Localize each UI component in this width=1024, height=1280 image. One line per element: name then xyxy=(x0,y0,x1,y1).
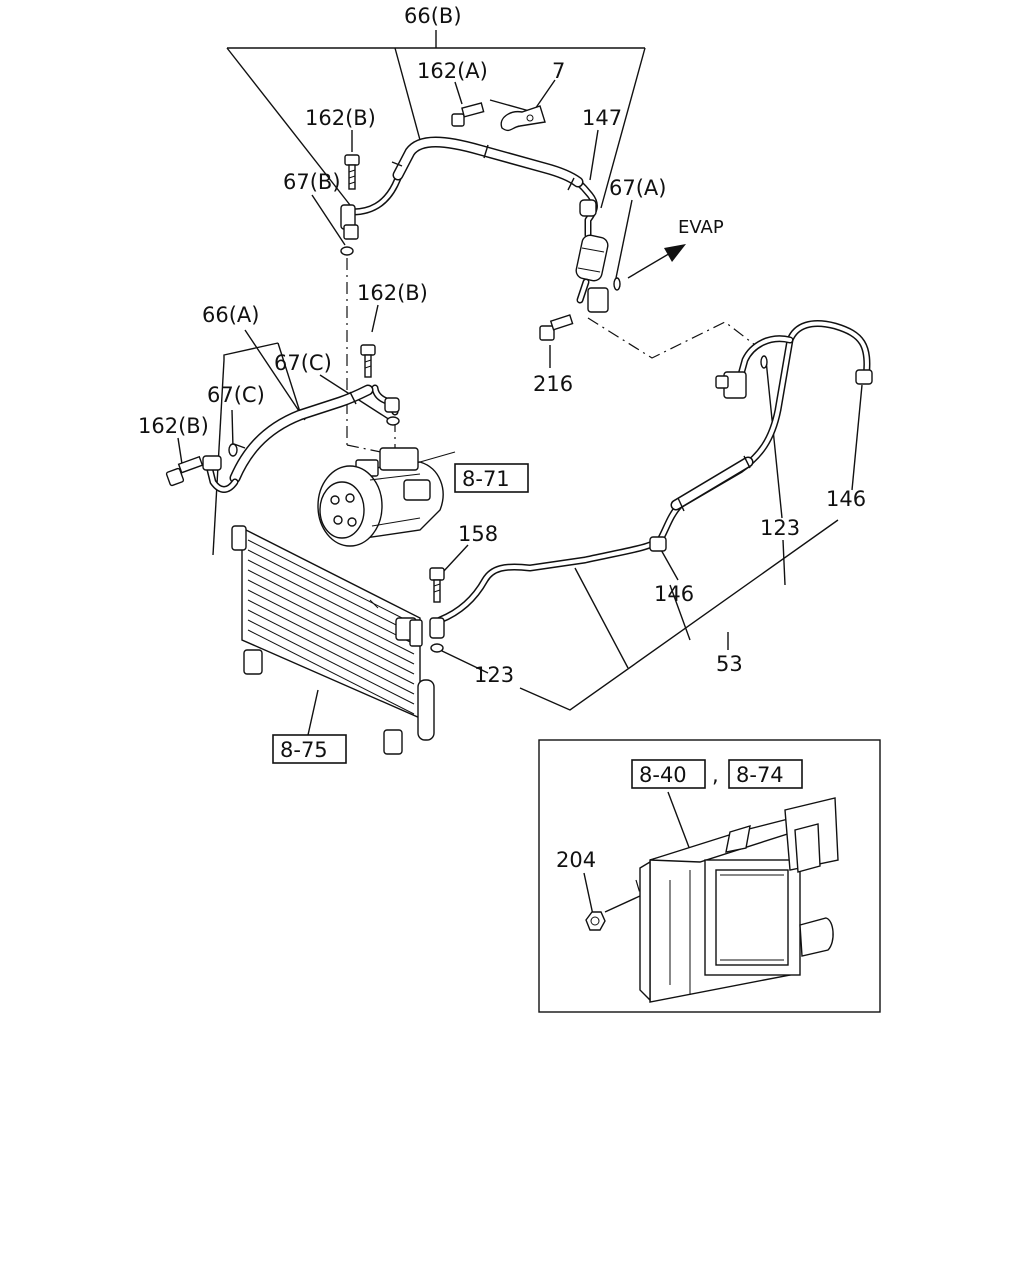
label-oring-67c-upper: 67(C) xyxy=(274,351,332,375)
oring-123-lower xyxy=(430,643,444,653)
bolt-216 xyxy=(539,314,574,341)
part-labels: 66(B) 162(A) 7 162(B) 147 67(B) 67(A) EV… xyxy=(138,4,866,872)
label-bolt-162b-mid: 162(B) xyxy=(357,281,428,305)
label-bolt-162a: 162(A) xyxy=(417,59,488,83)
hose-66a xyxy=(202,384,400,493)
label-ref-871: 8-71 xyxy=(462,467,510,491)
ref-871-box xyxy=(454,463,529,493)
label-bracket-7: 7 xyxy=(552,59,565,83)
oring-67c-lower xyxy=(228,443,238,457)
clip-146-right xyxy=(855,369,873,385)
label-pipe-53: 53 xyxy=(716,652,743,676)
condenser-fins xyxy=(247,539,415,715)
oring-67c-upper xyxy=(386,416,400,426)
oring-67b xyxy=(340,246,354,256)
label-bolt-216: 216 xyxy=(533,372,573,396)
label-ref-840: 8-40 xyxy=(639,763,687,787)
clip-146-mid xyxy=(649,536,667,552)
condenser xyxy=(231,525,435,755)
evaporator-inset-frame xyxy=(538,739,881,1013)
ref-874-box xyxy=(728,759,803,789)
label-oring-123-right: 123 xyxy=(760,516,800,540)
label-hose-66a: 66(A) xyxy=(202,303,259,327)
evaporator-unit xyxy=(639,797,839,1003)
label-bolt-162b-top: 162(B) xyxy=(305,106,376,130)
label-oring-67a: 67(A) xyxy=(609,176,666,200)
ref-875-box xyxy=(272,734,347,764)
evap-arrow xyxy=(627,244,686,279)
bolt-162b-top xyxy=(344,154,360,190)
hose-66b xyxy=(340,136,609,313)
label-ref-874: 8-74 xyxy=(736,763,784,787)
label-bolt-158: 158 xyxy=(458,522,498,546)
pipe-53 xyxy=(429,320,871,639)
bracket-7 xyxy=(500,105,546,132)
label-ref-separator: , xyxy=(712,763,719,787)
label-pipe-147: 147 xyxy=(582,106,622,130)
nut-204 xyxy=(585,911,606,931)
oring-123-right xyxy=(760,355,768,369)
label-nut-204: 204 xyxy=(556,848,596,872)
bolt-162b-mid xyxy=(360,344,376,378)
label-evap: EVAP xyxy=(678,217,724,238)
bolt-158 xyxy=(429,567,445,603)
bolt-162b-left xyxy=(165,455,204,487)
label-oring-123-lower: 123 xyxy=(474,663,514,687)
oring-67a xyxy=(613,277,621,291)
compressor xyxy=(317,447,456,547)
label-clip-146-right: 146 xyxy=(826,487,866,511)
label-oring-67c-lower: 67(C) xyxy=(207,383,265,407)
label-clip-146-mid: 146 xyxy=(654,582,694,606)
label-oring-67b: 67(B) xyxy=(283,170,341,194)
label-ref-875: 8-75 xyxy=(280,738,328,762)
label-hose-66b: 66(B) xyxy=(404,4,462,28)
bolt-162a xyxy=(451,102,485,127)
label-bolt-162b-left: 162(B) xyxy=(138,414,209,438)
ref-840-box xyxy=(631,759,706,789)
leader-lines xyxy=(177,30,863,916)
